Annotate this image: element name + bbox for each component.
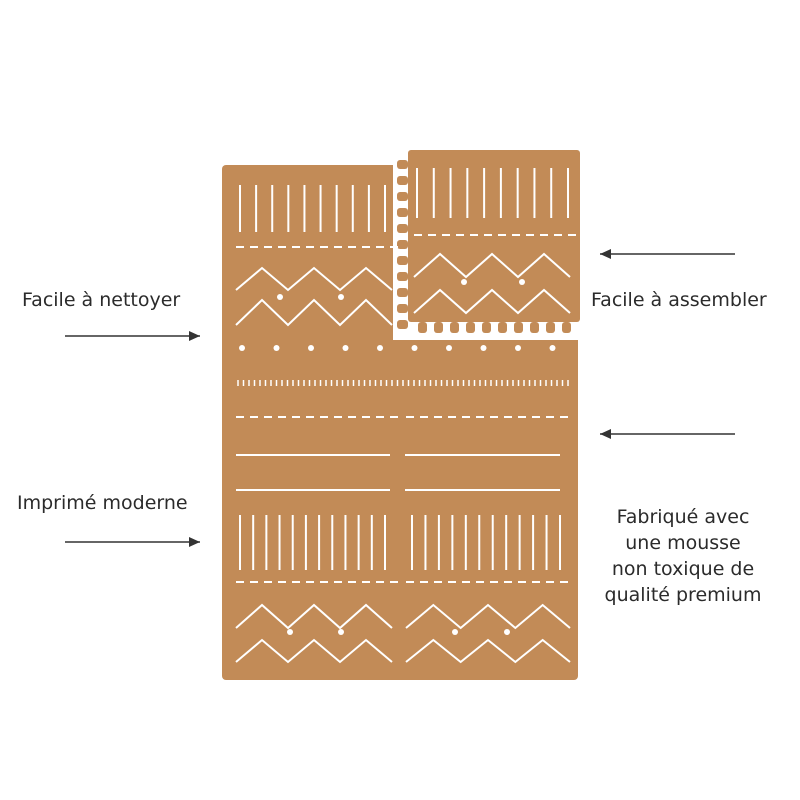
feature-easy-assemble: Facile à assembler <box>591 289 767 311</box>
feature-line: une mousse <box>625 532 741 554</box>
jigsaw-tooth <box>397 272 408 281</box>
pattern-dot <box>308 345 314 351</box>
pattern-dot <box>239 345 245 351</box>
feature-line: Fabriqué avec <box>616 506 750 528</box>
pattern-dot <box>461 279 467 285</box>
pattern-zigzag <box>405 638 571 664</box>
pattern-dot <box>452 629 458 635</box>
pattern-dot <box>446 345 452 351</box>
arrow-head-icon <box>600 429 611 439</box>
jigsaw-tooth <box>397 288 408 297</box>
pattern-zigzag <box>405 603 571 630</box>
pattern-dot <box>277 294 283 300</box>
feature-modern-print: Imprimé moderne <box>17 492 188 514</box>
pattern-dot <box>338 294 344 300</box>
jigsaw-tooth <box>397 192 408 201</box>
jigsaw-tooth <box>546 322 555 333</box>
jigsaw-tooth <box>397 240 408 249</box>
arrow-head-icon <box>189 331 200 341</box>
jigsaw-tooth <box>397 160 408 169</box>
pattern-zigzag <box>413 288 571 315</box>
feature-line: non toxique de <box>611 558 755 580</box>
pattern-dot <box>342 345 349 351</box>
jigsaw-tooth <box>397 304 408 313</box>
jigsaw-tooth <box>482 322 491 333</box>
jigsaw-tooth <box>530 322 539 333</box>
feature-line: qualité premium <box>604 584 762 606</box>
jigsaw-tooth <box>397 224 408 233</box>
pattern-dot <box>515 345 521 351</box>
jigsaw-tooth <box>418 322 427 333</box>
jigsaw-tooth <box>466 322 475 333</box>
jigsaw-tooth <box>397 176 408 185</box>
jigsaw-tooth <box>562 322 571 333</box>
pattern-dot <box>519 279 525 285</box>
pattern-zigzag <box>235 603 393 630</box>
jigsaw-tooth <box>397 208 408 217</box>
pattern-zigzag <box>235 298 393 327</box>
pattern-zigzag <box>235 638 393 664</box>
jigsaw-tooth <box>450 322 459 333</box>
jigsaw-tooth <box>397 256 408 265</box>
jigsaw-tooth <box>397 320 408 329</box>
feature-easy-clean: Facile à nettoyer <box>22 289 181 311</box>
pattern-dot <box>273 345 280 351</box>
arrow-head-icon <box>600 249 611 259</box>
pattern-dot <box>480 345 487 351</box>
arrow-head-icon <box>189 537 200 547</box>
pattern-zigzag <box>235 266 393 292</box>
jigsaw-tooth <box>434 322 443 333</box>
pattern-dot <box>287 629 293 635</box>
pattern-zigzag <box>413 252 571 279</box>
pattern-dot <box>411 345 418 351</box>
jigsaw-tooth <box>514 322 523 333</box>
pattern-dot <box>338 629 344 635</box>
feature-premium-foam: Fabriqué avec une mousse non toxique de … <box>588 504 778 608</box>
jigsaw-tooth <box>498 322 507 333</box>
pattern-dot <box>504 629 510 635</box>
pattern-dot <box>549 345 556 351</box>
pattern-dot <box>377 345 383 351</box>
